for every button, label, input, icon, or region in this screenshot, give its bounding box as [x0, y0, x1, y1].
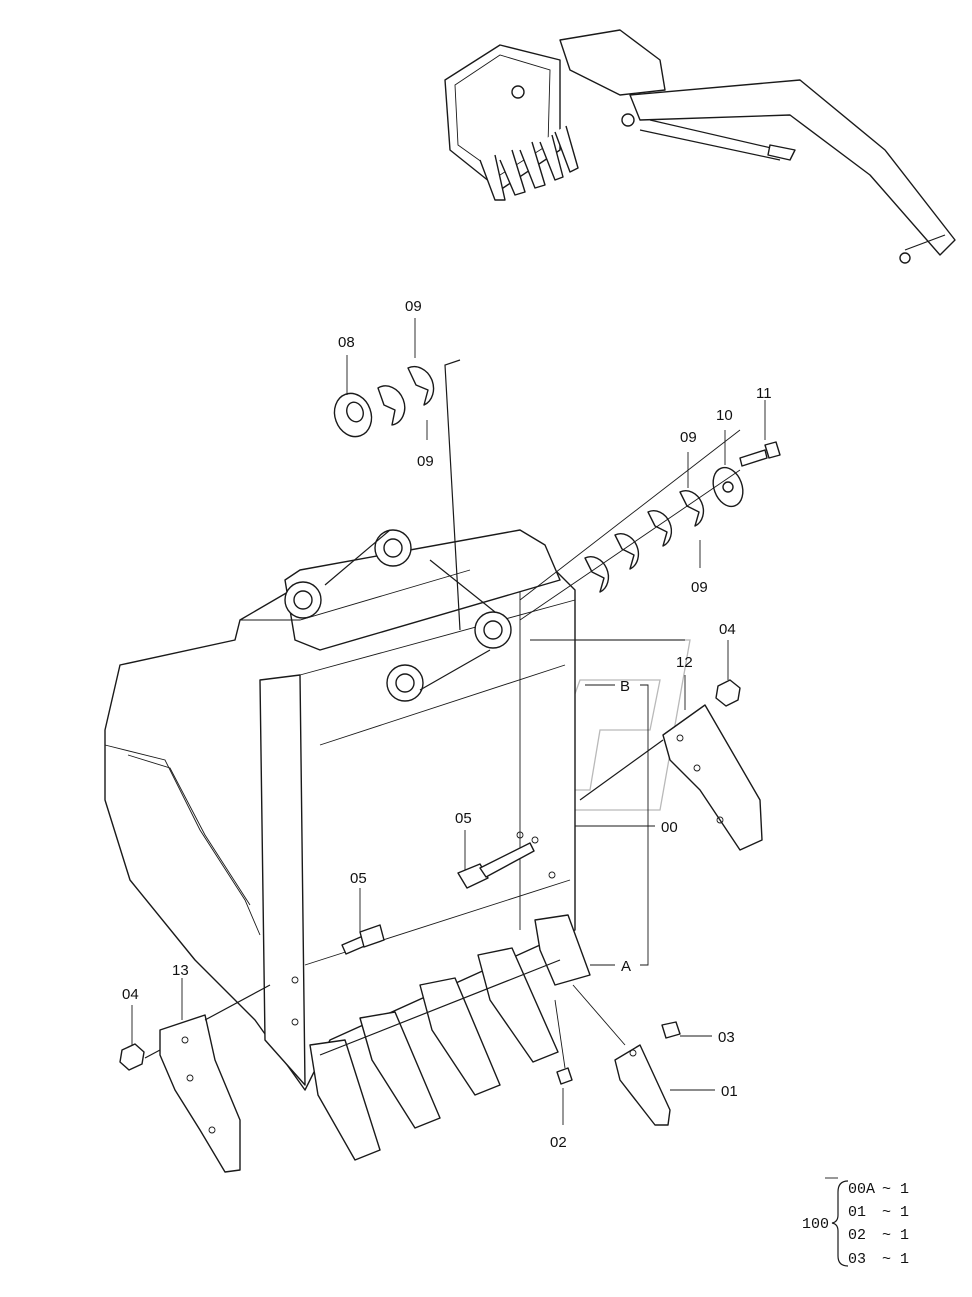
callout-10: 10 — [716, 407, 733, 424]
legend-row-qty: ~ 1 — [882, 1181, 909, 1198]
legend-row-part: 01 — [848, 1204, 866, 1221]
tooth-assembly-exploded — [554, 984, 681, 1126]
callout-B: B — [620, 678, 630, 695]
legend-row-qty: ~ 1 — [882, 1204, 909, 1221]
overview-excavator-arm — [444, 29, 956, 264]
side-cutter-left — [119, 984, 271, 1173]
callout-12: 12 — [676, 654, 693, 671]
legend-row-part: 02 — [848, 1227, 866, 1244]
callout-11: 11 — [756, 385, 772, 402]
pin-shim-right-group — [519, 429, 781, 641]
callout-01: 01 — [721, 1083, 738, 1100]
legend-row-part: 00A — [848, 1181, 875, 1198]
pin-ring-left-group — [333, 359, 461, 631]
callout-05-left: 05 — [350, 870, 367, 887]
bolts-05 — [341, 842, 535, 955]
legend-row-qty: ~ 1 — [882, 1251, 909, 1268]
leader-lines — [131, 318, 849, 1267]
callout-09-right-top: 09 — [680, 429, 697, 446]
callout-labels: 08 09 09 09 09 10 11 04 12 B 00 05 05 A … — [122, 298, 772, 1151]
legend-assembly-number: 100 — [802, 1216, 829, 1233]
callout-A: A — [621, 958, 631, 975]
callout-05-mid: 05 — [455, 810, 472, 827]
callout-02: 02 — [550, 1134, 567, 1151]
legend-row-part: 03 — [848, 1251, 866, 1268]
callout-09-top: 09 — [405, 298, 422, 315]
assembly-legend: 100 00A ~ 1 01 ~ 1 02 ~ 1 03 ~ 1 — [802, 1181, 909, 1268]
side-cutter-right — [579, 679, 763, 851]
callout-00: 00 — [661, 819, 678, 836]
callout-09-bottom-left: 09 — [417, 453, 434, 470]
callout-09-right-bottom: 09 — [691, 579, 708, 596]
callout-03: 03 — [718, 1029, 735, 1046]
callout-08: 08 — [338, 334, 355, 351]
callout-04-right: 04 — [719, 621, 736, 638]
callout-13: 13 — [172, 962, 189, 979]
callout-04-left: 04 — [122, 986, 139, 1003]
bucket-body — [104, 529, 576, 1091]
bucket-teeth — [309, 914, 591, 1161]
legend-row-qty: ~ 1 — [882, 1227, 909, 1244]
